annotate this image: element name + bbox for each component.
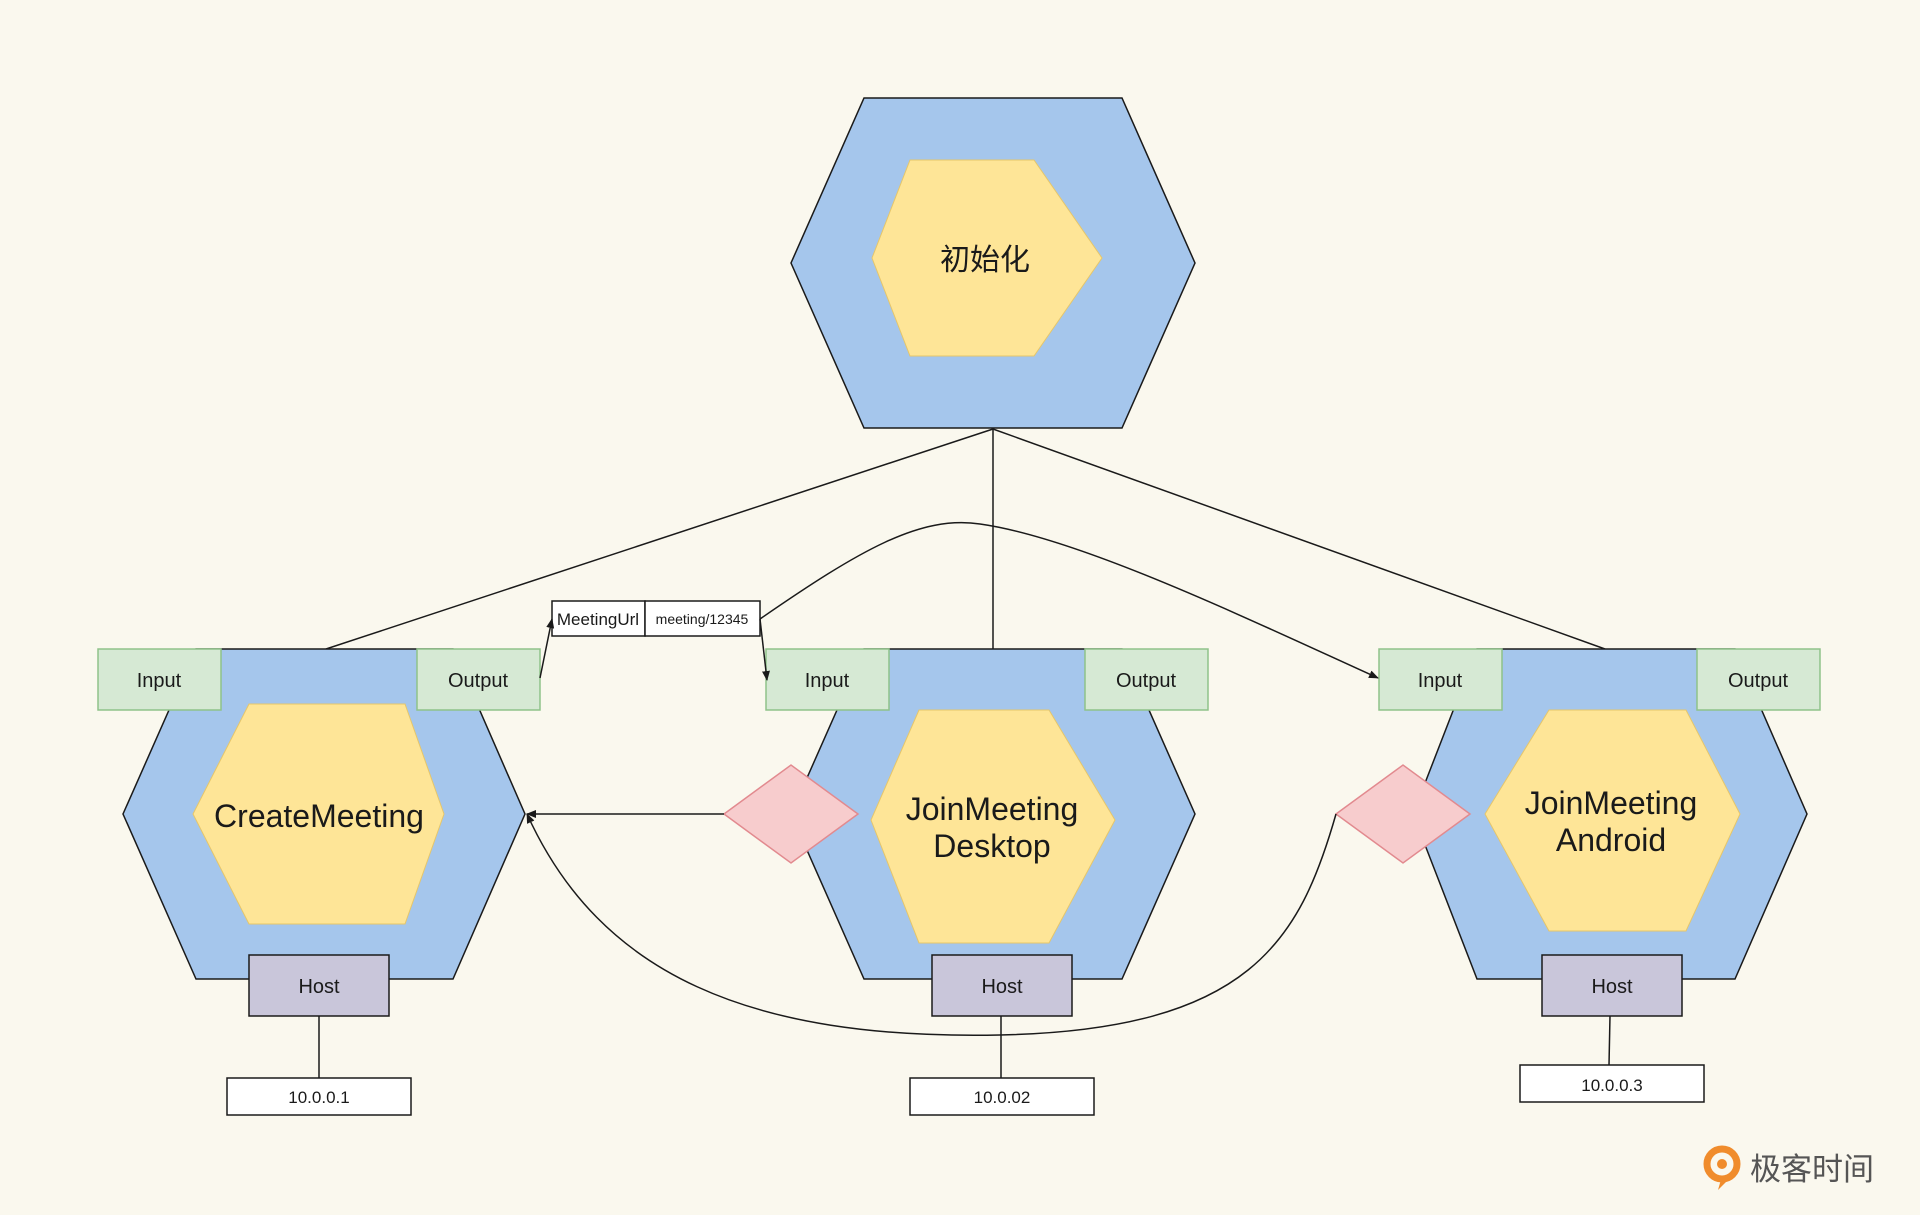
decision-diamond[interactable] [1334, 764, 1472, 864]
output-port[interactable] [1696, 648, 1821, 711]
arrow-android-diamond-to-create [526, 813, 1337, 1037]
input-port-label: Input [805, 670, 850, 692]
watermark: 极客时间 [1703, 1145, 1874, 1190]
root-label: 初始化 [940, 243, 1030, 278]
input-port[interactable] [765, 648, 890, 711]
host-label: Host [981, 976, 1023, 998]
output-port-label: Output [1728, 670, 1788, 692]
message-box[interactable]: MeetingUrl meeting/12345 [551, 600, 761, 637]
arrow-message-to-desktop-input [759, 618, 770, 681]
input-port-label: Input [1418, 670, 1463, 692]
arrow-message-to-android-input [759, 521, 1379, 679]
service-inner-hexagon [870, 709, 1116, 944]
service-name: CreateMeeting [214, 798, 424, 834]
host-label: Host [298, 976, 340, 998]
service-join-meeting-android[interactable]: JoinMeeting Android Input Output Host 10… [1334, 648, 1821, 1103]
service-name: JoinMeeting [906, 791, 1079, 827]
output-port[interactable] [416, 648, 541, 711]
ip-box [1519, 1064, 1705, 1103]
root-inner-hexagon [871, 159, 1103, 357]
host-box[interactable] [1541, 954, 1683, 1017]
output-port-label: Output [448, 670, 508, 692]
decision-diamond[interactable] [722, 764, 860, 864]
message-key: MeetingUrl [557, 610, 639, 629]
input-port[interactable] [97, 648, 222, 711]
service-name-line2: Desktop [933, 828, 1050, 864]
ip-box [909, 1077, 1095, 1116]
watermark-text: 极客时间 [1750, 1152, 1874, 1188]
geektime-logo-icon [1703, 1145, 1741, 1190]
ip-label: 10.0.02 [974, 1088, 1031, 1107]
service-inner-hexagon [192, 703, 445, 925]
service-join-meeting-desktop[interactable]: JoinMeeting Desktop Input Output Host 10… [722, 648, 1209, 1116]
host-box[interactable] [931, 954, 1073, 1017]
ip-label: 10.0.0.3 [1581, 1076, 1642, 1095]
flow-arrows [526, 521, 1379, 1037]
host-label: Host [1591, 976, 1633, 998]
ip-label: 10.0.0.1 [288, 1088, 349, 1107]
input-port-label: Input [137, 670, 182, 692]
connector-root-to-create [325, 428, 994, 650]
message-key-cell [551, 600, 646, 637]
tree-connectors [325, 428, 1606, 650]
output-port[interactable] [1084, 648, 1209, 711]
service-name-line2: Android [1556, 822, 1666, 858]
connector-root-to-android [992, 428, 1606, 650]
host-ip-connector [1608, 1015, 1611, 1066]
host-box[interactable] [248, 954, 390, 1017]
ip-box [226, 1077, 412, 1116]
input-port[interactable] [1378, 648, 1503, 711]
service-create-meeting[interactable]: CreateMeeting Input Output Host 10.0.0.1 [97, 648, 541, 1116]
service-name: JoinMeeting [1525, 785, 1698, 821]
message-value: meeting/12345 [656, 611, 749, 627]
root-node[interactable]: 初始化 [790, 97, 1196, 429]
output-port-label: Output [1116, 670, 1176, 692]
arrow-output-to-message [539, 618, 555, 679]
service-inner-hexagon [1484, 709, 1741, 932]
